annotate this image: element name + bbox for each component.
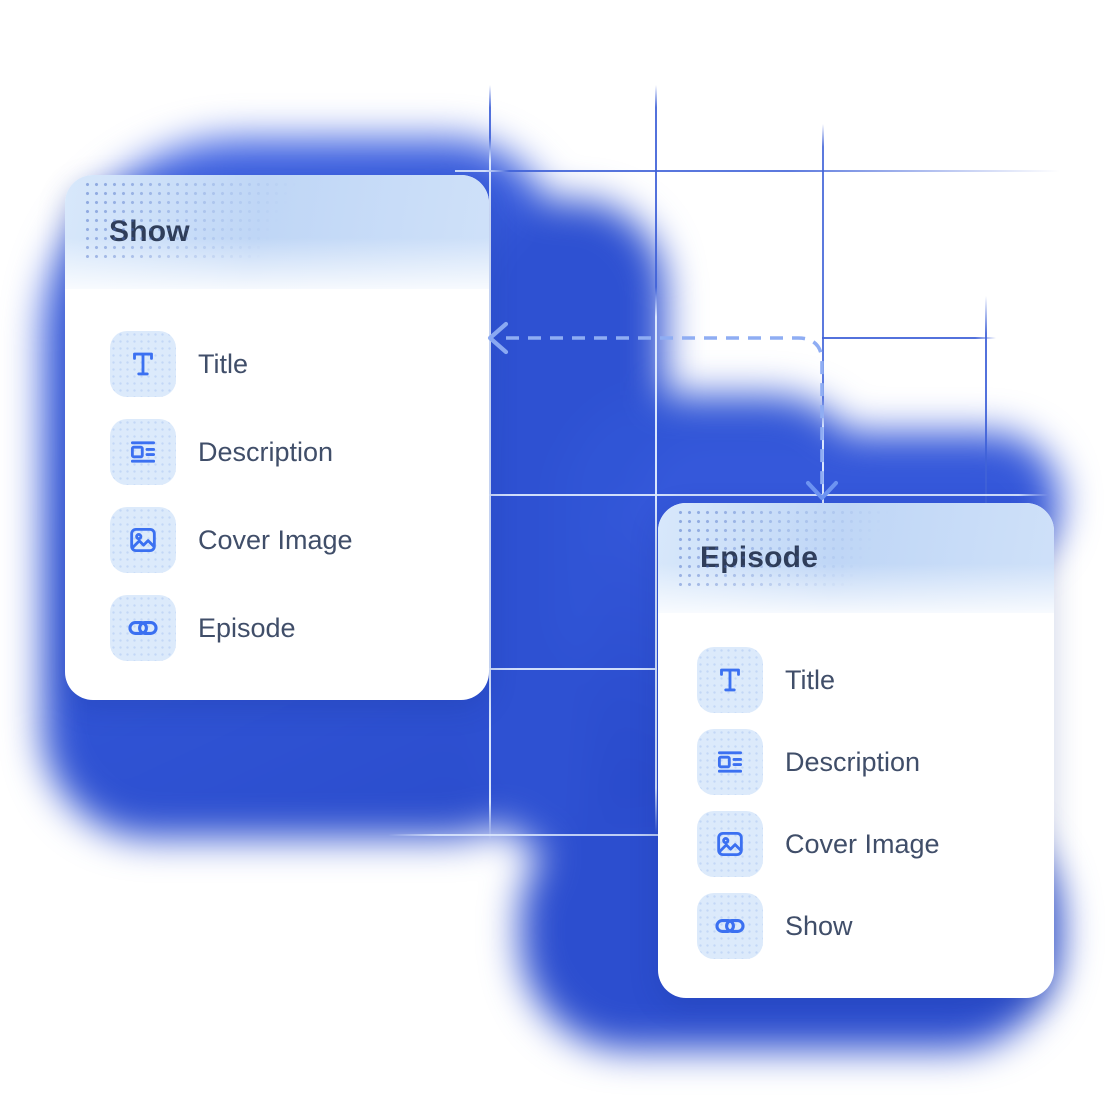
grid-line-horizontal xyxy=(822,337,996,339)
entity-card-show: Show Title Description Cover Image xyxy=(65,175,489,700)
field-row-show-reference: Show xyxy=(697,893,1054,959)
card-body: Title Description Cover Image Episode xyxy=(65,289,489,661)
grid-line-vertical xyxy=(985,296,987,504)
field-label: Cover Image xyxy=(785,828,940,859)
grid-line-vertical xyxy=(655,85,657,833)
field-row-title: Title xyxy=(110,331,489,397)
field-row-title: Title xyxy=(697,647,1054,713)
image-icon xyxy=(110,507,176,573)
field-label: Title xyxy=(198,348,249,379)
link-icon xyxy=(110,595,176,661)
field-label: Description xyxy=(198,436,334,467)
field-row-cover-image: Cover Image xyxy=(697,811,1054,877)
field-row-description: Description xyxy=(697,729,1054,795)
field-row-episode-reference: Episode xyxy=(110,595,489,661)
field-row-description: Description xyxy=(110,419,489,485)
field-row-cover-image: Cover Image xyxy=(110,507,489,573)
grid-line-horizontal xyxy=(489,668,657,670)
grid-line-horizontal xyxy=(458,494,1048,496)
description-icon xyxy=(110,419,176,485)
grid-line-horizontal xyxy=(388,834,658,836)
grid-line-vertical xyxy=(822,124,824,504)
halftone-dots xyxy=(83,180,393,258)
field-label: Show xyxy=(785,910,853,941)
entity-card-episode: Episode Title Description Cover Image xyxy=(658,503,1054,998)
card-body: Title Description Cover Image Show xyxy=(658,613,1054,959)
halftone-dots xyxy=(676,508,986,586)
link-icon xyxy=(697,893,763,959)
field-label: Episode xyxy=(198,612,296,643)
field-label: Description xyxy=(785,746,921,777)
grid-line-horizontal xyxy=(455,170,1060,172)
text-icon xyxy=(110,331,176,397)
field-label: Cover Image xyxy=(198,524,353,555)
image-icon xyxy=(697,811,763,877)
grid-line-vertical xyxy=(489,85,491,840)
text-icon xyxy=(697,647,763,713)
card-header: Show xyxy=(65,175,489,289)
description-icon xyxy=(697,729,763,795)
card-header: Episode xyxy=(658,503,1054,613)
field-label: Title xyxy=(785,664,836,695)
